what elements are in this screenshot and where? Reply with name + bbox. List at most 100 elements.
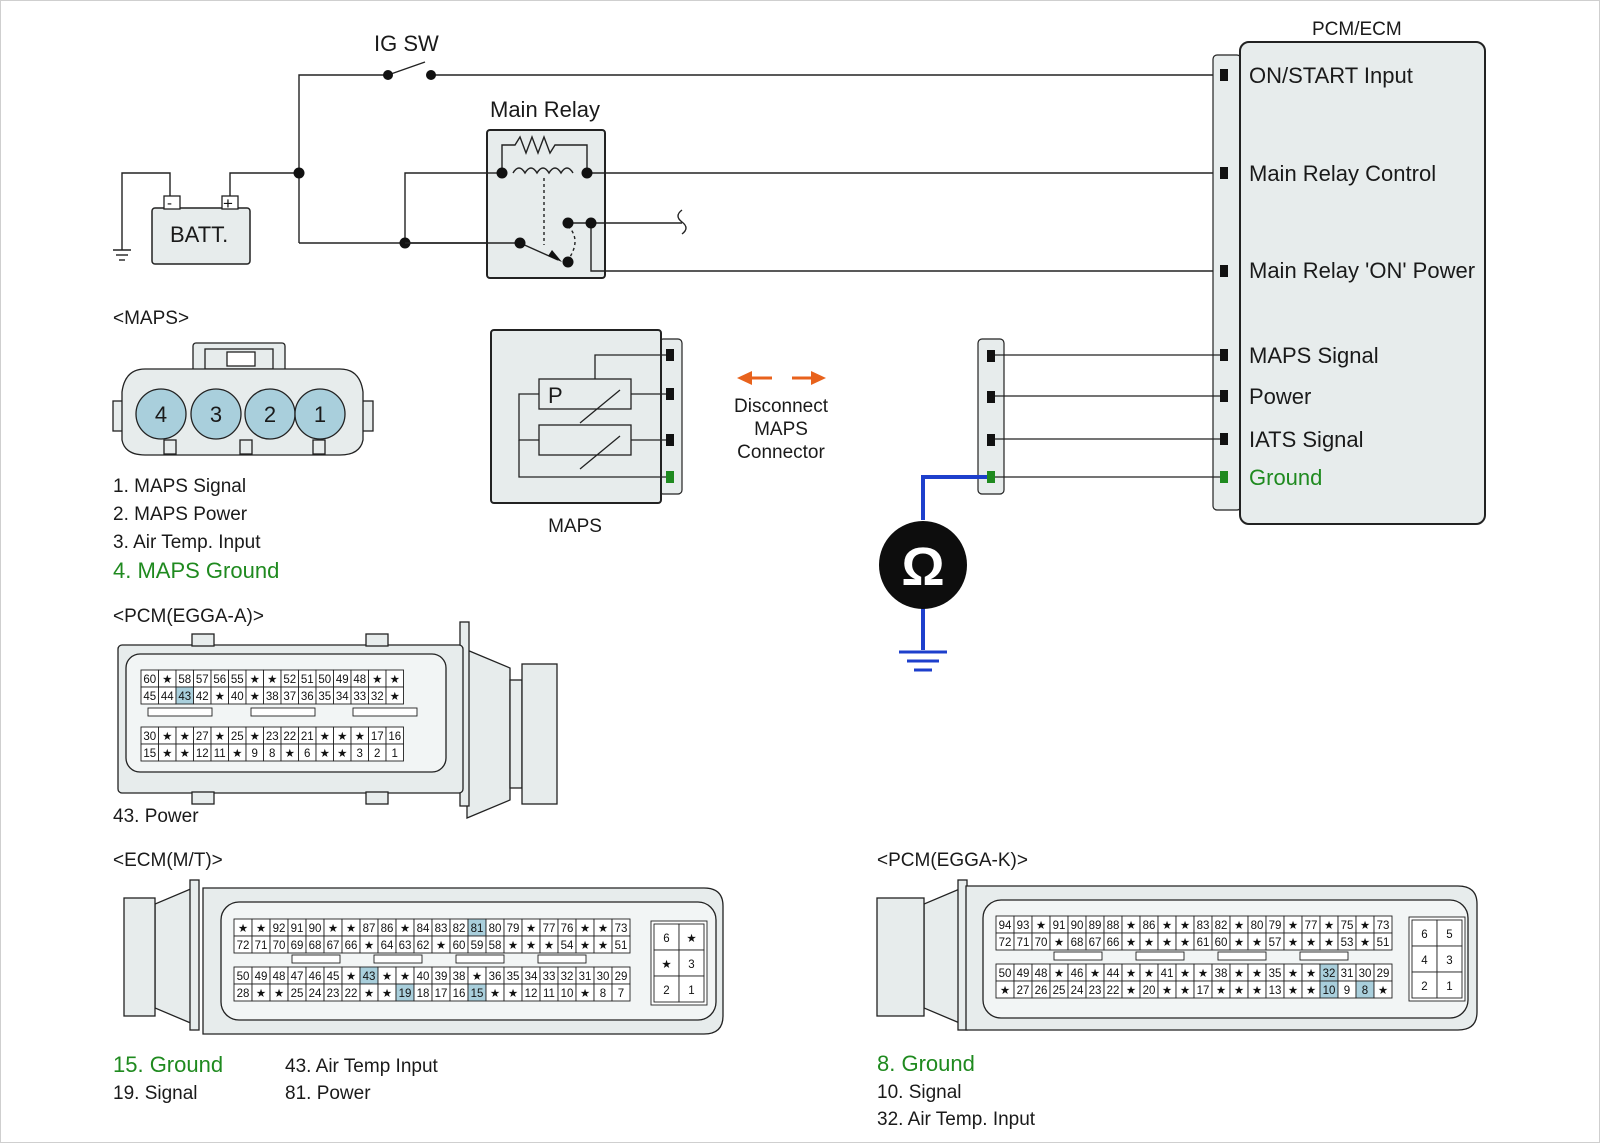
ohmmeter-lead bbox=[921, 475, 987, 520]
pin-label: ★ bbox=[1252, 937, 1262, 949]
pin-label: 88 bbox=[1107, 920, 1120, 932]
pin-label: ★ bbox=[1306, 985, 1316, 997]
pin-label: 15 bbox=[471, 988, 484, 1000]
pin-label: ★ bbox=[1054, 968, 1064, 980]
pin-label: 12 bbox=[196, 748, 209, 760]
disconnect-line2: MAPS bbox=[754, 419, 808, 440]
pin-label: 8 bbox=[1362, 985, 1368, 997]
pin-label: 83 bbox=[1197, 920, 1210, 932]
pin-label: 73 bbox=[1377, 920, 1390, 932]
pin-label: ★ bbox=[372, 674, 382, 686]
pin-label: ★ bbox=[526, 940, 536, 952]
pin-label: ★ bbox=[390, 674, 400, 686]
pin-label: ★ bbox=[544, 940, 554, 952]
pin-label: ★ bbox=[162, 731, 172, 743]
side-pin-label: 4 bbox=[1421, 955, 1428, 967]
pcm-pins bbox=[1220, 69, 1228, 483]
egga-a-legend-1: 43. Power bbox=[113, 806, 199, 827]
pin-label: 38 bbox=[453, 971, 466, 983]
pin-label: ★ bbox=[274, 988, 284, 1000]
pin-label: ★ bbox=[1144, 968, 1154, 980]
pin-label: 38 bbox=[266, 691, 279, 703]
disconnect-arrows bbox=[737, 371, 826, 385]
battery-neg: - bbox=[167, 195, 172, 212]
maps-label: MAPS bbox=[548, 516, 602, 537]
pin-label: 11 bbox=[214, 748, 226, 760]
pin-label: 51 bbox=[301, 674, 314, 686]
pin-label: ★ bbox=[320, 731, 330, 743]
pin-label: ★ bbox=[355, 731, 365, 743]
pin-cell bbox=[385, 686, 404, 705]
maps-connector-strip bbox=[658, 338, 683, 495]
key-slot bbox=[291, 954, 341, 964]
pin-label: 11 bbox=[543, 988, 555, 1000]
pin-label: 34 bbox=[336, 691, 349, 703]
harness-pins bbox=[987, 350, 995, 483]
pin-label: 76 bbox=[561, 923, 574, 935]
pin-label: 27 bbox=[1017, 985, 1030, 997]
pin-label: 41 bbox=[1161, 968, 1174, 980]
pin-label: 81 bbox=[471, 923, 484, 935]
pin-label: ★ bbox=[267, 674, 277, 686]
maps-pin-4: 4 bbox=[155, 402, 167, 427]
pin-label: 25 bbox=[1053, 985, 1066, 997]
maps-pin-2: 2 bbox=[264, 402, 276, 427]
side-pin-cell bbox=[1436, 971, 1463, 999]
pin-label: 23 bbox=[1089, 985, 1102, 997]
pin-label: 64 bbox=[381, 940, 394, 952]
battery-pos: + bbox=[223, 194, 233, 213]
pin-label: 69 bbox=[291, 940, 304, 952]
maps-legend-4: 4. MAPS Ground bbox=[113, 558, 279, 583]
pcm-pin-iats-signal: IATS Signal bbox=[1249, 427, 1364, 452]
pin-label: 32 bbox=[561, 971, 574, 983]
pin-label: 70 bbox=[273, 940, 286, 952]
pin-label: ★ bbox=[508, 988, 518, 1000]
key-slot bbox=[147, 707, 213, 717]
pin-label: 63 bbox=[399, 940, 412, 952]
pin-label: ★ bbox=[250, 674, 260, 686]
key-slot bbox=[537, 954, 587, 964]
disconnect-line1: Disconnect bbox=[734, 396, 829, 417]
pin-label: 49 bbox=[1017, 968, 1030, 980]
pin-label: 20 bbox=[1143, 985, 1156, 997]
pin-label: ★ bbox=[1144, 937, 1154, 949]
pin-label: ★ bbox=[1090, 968, 1100, 980]
pin-label: ★ bbox=[598, 940, 608, 952]
pin-label: ★ bbox=[382, 988, 392, 1000]
pin-label: ★ bbox=[1180, 985, 1190, 997]
pin-label: ★ bbox=[1162, 920, 1172, 932]
side-pin-cell bbox=[1436, 945, 1463, 973]
pin-label: ★ bbox=[1252, 985, 1262, 997]
pin-label: 30 bbox=[597, 971, 610, 983]
pin-label: ★ bbox=[472, 971, 482, 983]
pin-cell bbox=[611, 935, 631, 954]
pin-label: 77 bbox=[1305, 920, 1318, 932]
key-slot bbox=[1135, 951, 1185, 961]
key-slot bbox=[373, 954, 423, 964]
pin-label: 83 bbox=[435, 923, 448, 935]
pin-label: 31 bbox=[1341, 968, 1354, 980]
pin-label: 24 bbox=[1071, 985, 1084, 997]
pin-label: 58 bbox=[178, 674, 191, 686]
pin-label: 46 bbox=[1071, 968, 1084, 980]
pin-label: 17 bbox=[435, 988, 448, 1000]
pin-label: ★ bbox=[1288, 985, 1298, 997]
pin-label: ★ bbox=[400, 971, 410, 983]
pin-label: 39 bbox=[435, 971, 448, 983]
maps-connector-title: <MAPS> bbox=[113, 308, 189, 329]
pin-label: ★ bbox=[1324, 920, 1334, 932]
pin-label: 56 bbox=[213, 674, 226, 686]
key-slot bbox=[1053, 951, 1103, 961]
pin-label: ★ bbox=[162, 674, 172, 686]
pin-label: 51 bbox=[1377, 937, 1390, 949]
pin-label: 60 bbox=[453, 940, 466, 952]
side-pin-label: 5 bbox=[1446, 929, 1452, 941]
egga-k-title: <PCM(EGGA-K)> bbox=[877, 850, 1028, 871]
pin-label: 29 bbox=[1377, 968, 1390, 980]
pin-label: 75 bbox=[1341, 920, 1354, 932]
pin-label: 30 bbox=[143, 731, 156, 743]
pin-label: 9 bbox=[252, 748, 258, 760]
side-pin-cell bbox=[1411, 971, 1438, 999]
pin-label: 6 bbox=[304, 748, 310, 760]
